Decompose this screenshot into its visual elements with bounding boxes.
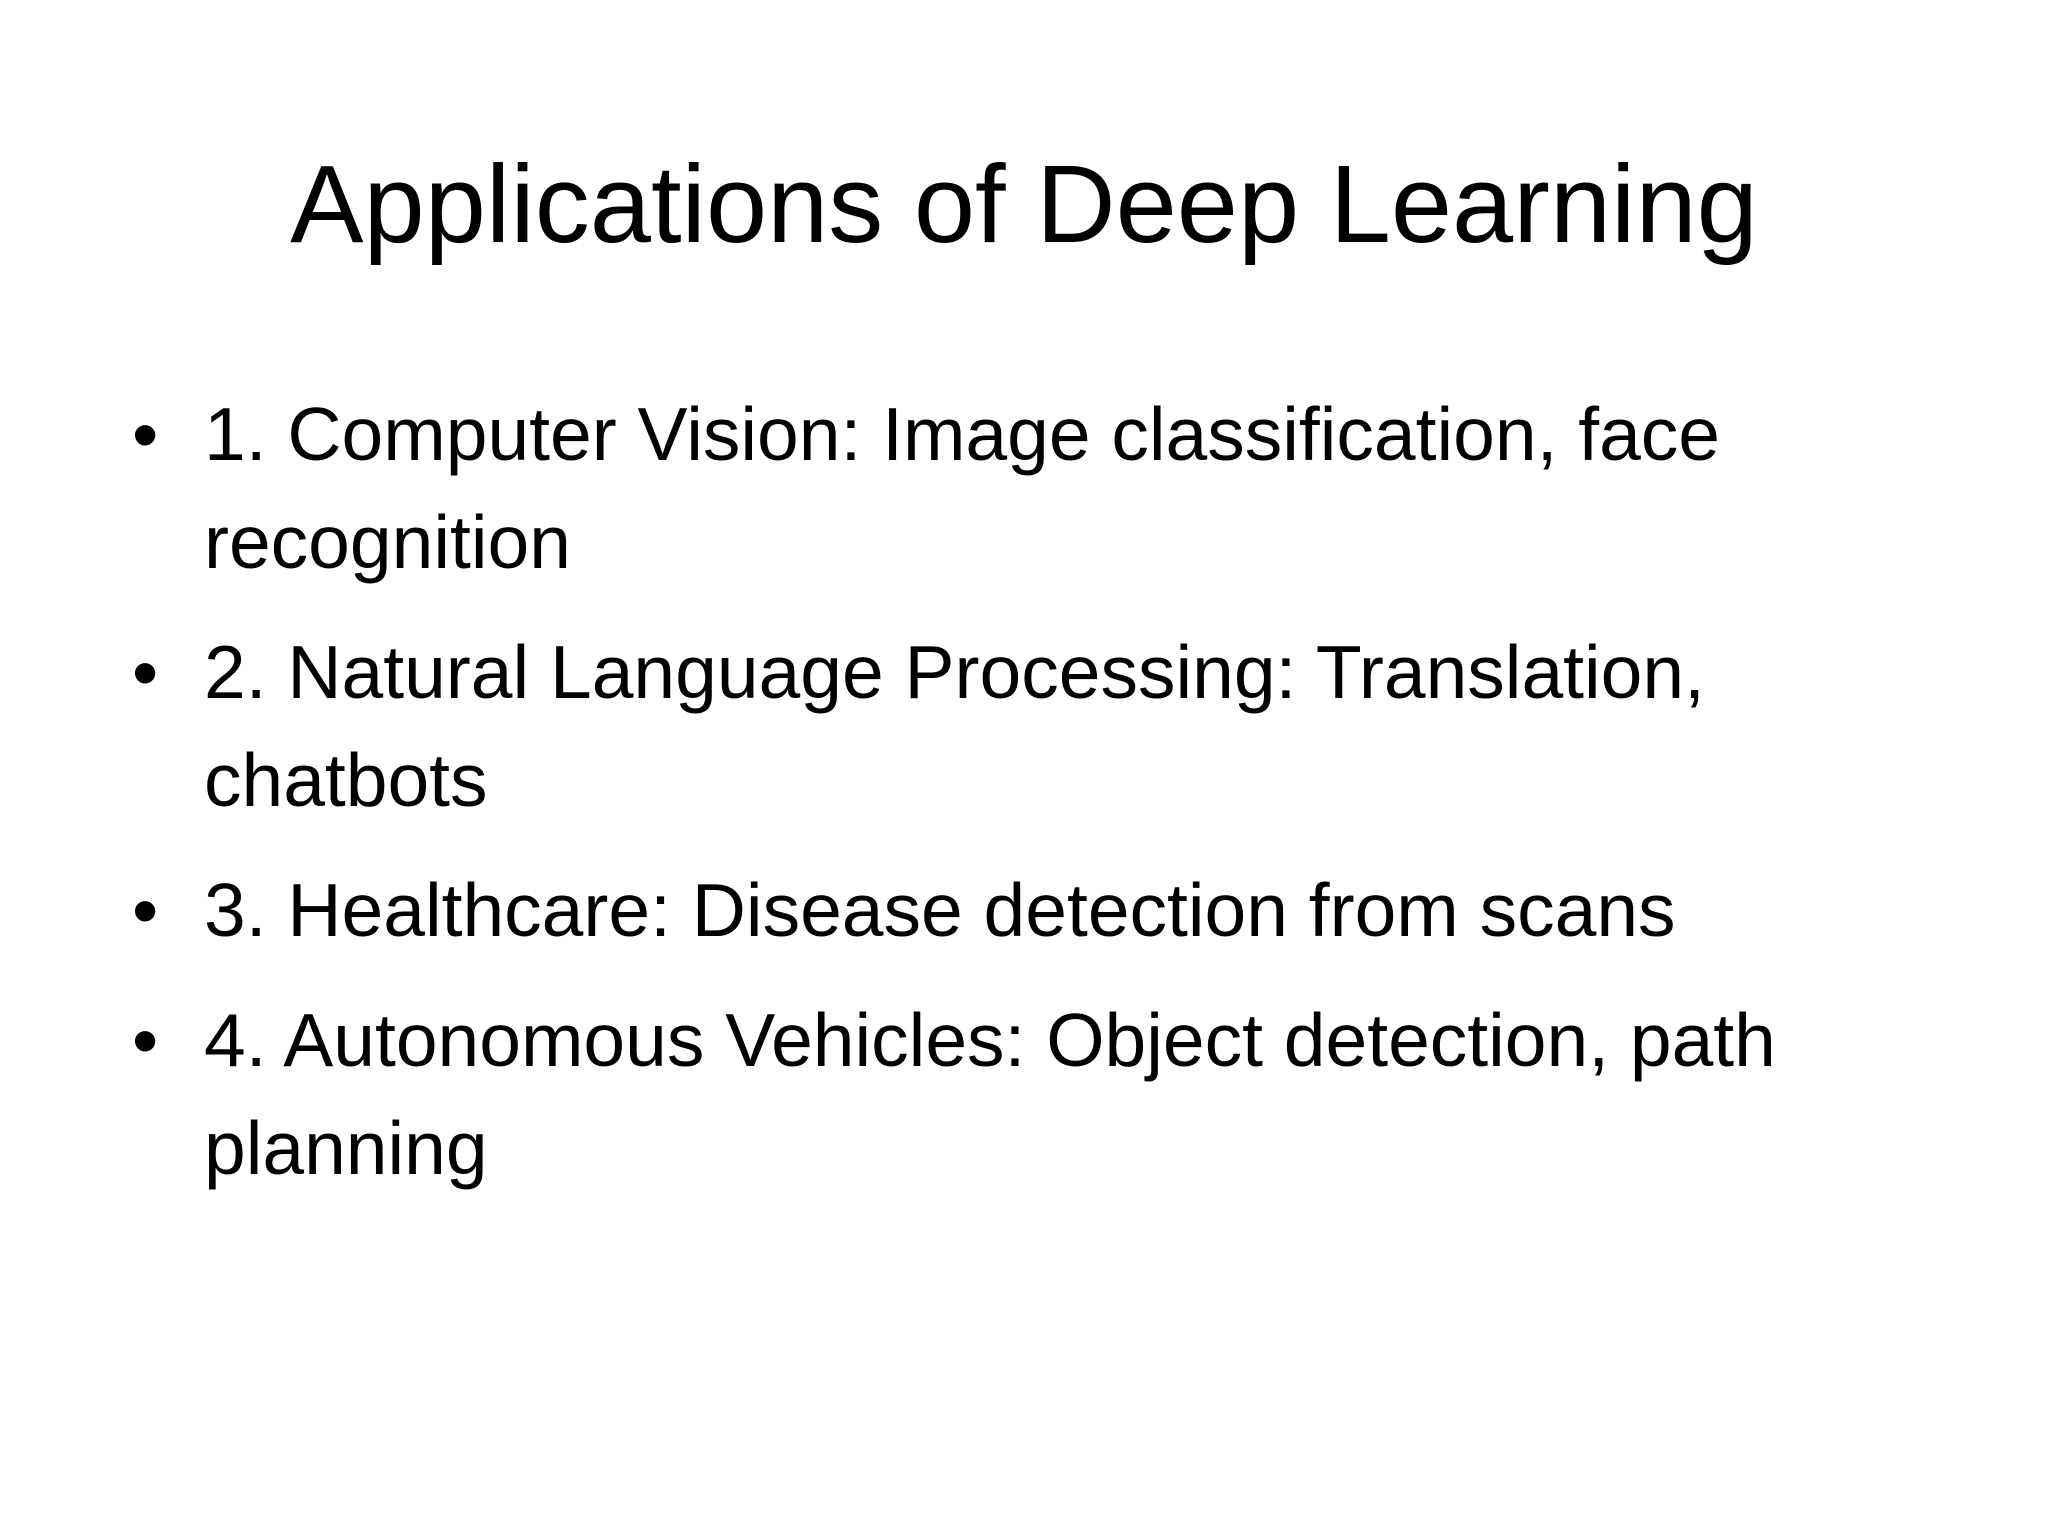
bullet-item-2: • 2. Natural Language Processing: Transl… xyxy=(120,618,1930,834)
bullet-dot-icon: • xyxy=(132,392,159,476)
bullet-item-4: • 4. Autonomous Vehicles: Object detecti… xyxy=(120,986,1930,1202)
bullet-dot-icon: • xyxy=(132,998,159,1082)
bullet-text: 1. Computer Vision: Image classification… xyxy=(204,392,1721,584)
slide-title: Applications of Deep Learning xyxy=(290,143,1758,266)
bullet-dot-icon: • xyxy=(132,868,159,952)
bullet-dot-icon: • xyxy=(132,630,159,714)
bullet-text: 2. Natural Language Processing: Translat… xyxy=(204,630,1705,822)
bullet-list: • 1. Computer Vision: Image classificati… xyxy=(120,380,1930,1224)
bullet-text: 3. Healthcare: Disease detection from sc… xyxy=(204,868,1676,952)
bullet-text: 4. Autonomous Vehicles: Object detection… xyxy=(204,998,1776,1190)
bullet-item-1: • 1. Computer Vision: Image classificati… xyxy=(120,380,1930,596)
bullet-item-3: • 3. Healthcare: Disease detection from … xyxy=(120,856,1930,964)
